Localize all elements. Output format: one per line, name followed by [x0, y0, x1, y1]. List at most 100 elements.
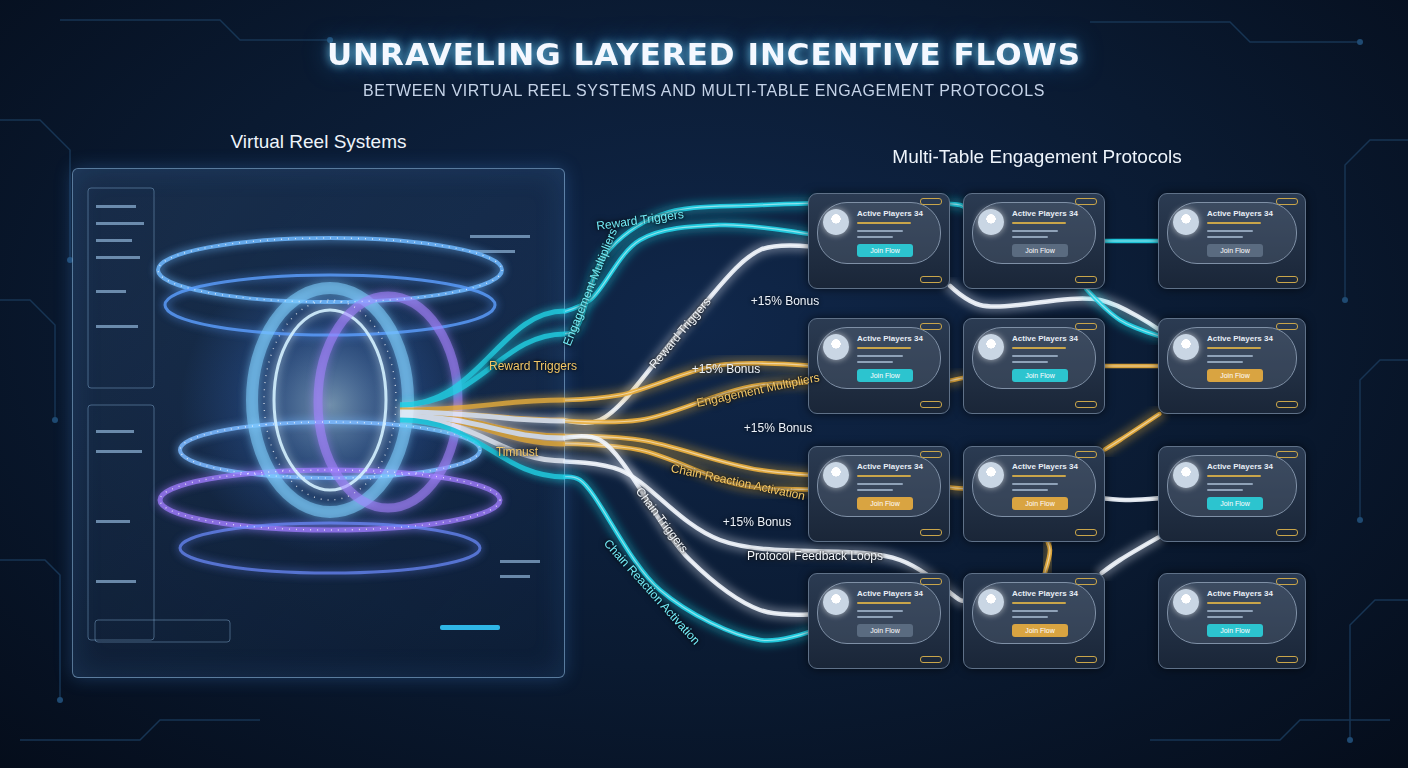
table-card: Active Players 34Join Flow [963, 573, 1105, 669]
flow-strand [400, 418, 565, 461]
card-title: Active Players 34 [857, 462, 923, 471]
circuit-trace [0, 120, 70, 260]
ui-line [96, 290, 126, 293]
flow-strand [400, 416, 565, 444]
stat-line [1012, 230, 1058, 232]
avatar-icon [823, 334, 849, 360]
bonus-label: +15% Bonus [692, 362, 760, 376]
flow-highlight [565, 477, 808, 641]
circuit-node [1342, 297, 1348, 303]
card-title: Active Players 34 [857, 334, 923, 343]
flow-glow [1105, 235, 1158, 248]
status-tag [920, 578, 942, 585]
flow-label: Chain Reaction Activation [670, 461, 807, 503]
avatar-icon [978, 334, 1004, 360]
stat-line [1012, 222, 1066, 224]
stat-line [857, 230, 903, 232]
flow-highlight [1045, 542, 1050, 573]
reel-core-glow [180, 255, 480, 555]
stat-line [1012, 489, 1048, 491]
card-button: Join Flow [1207, 244, 1263, 257]
progress-bar [440, 625, 500, 630]
stat-line [1207, 230, 1253, 232]
status-tag [1276, 656, 1298, 663]
flow-highlight [1105, 240, 1158, 241]
flow-connector-group [1105, 366, 1158, 367]
flow-highlight [565, 245, 808, 422]
circuit-trace [1350, 600, 1408, 740]
ui-line [96, 520, 130, 523]
flow-glow [1105, 360, 1158, 373]
card-button: Join Flow [1012, 244, 1068, 257]
ui-line [96, 222, 144, 225]
stat-line [1012, 602, 1066, 604]
stat-line [1012, 483, 1058, 485]
reel-ring [180, 523, 480, 573]
status-tag [920, 529, 942, 536]
stat-line [857, 483, 903, 485]
flow-label: Engagement Multipliers [695, 370, 821, 410]
circuit-node [1357, 39, 1363, 45]
flow-connector-group [1105, 414, 1159, 449]
card-button: Join Flow [857, 624, 913, 637]
status-tag [1276, 198, 1298, 205]
ui-line [500, 560, 540, 563]
flow-label: Chain Reaction Activation [601, 537, 703, 648]
section-heading: Multi-Table Engagement Protocols [892, 146, 1181, 168]
flow-connector-group [1105, 241, 1158, 242]
avatar-icon [1173, 462, 1199, 488]
reel-torus [318, 296, 458, 508]
panel-heading: Virtual Reel Systems [73, 131, 564, 153]
status-tag [1075, 276, 1097, 283]
flow-glow [1105, 414, 1159, 449]
status-tag [920, 401, 942, 408]
flow-label: Protocol Feedback Loops [747, 549, 883, 563]
card-title: Active Players 34 [857, 209, 923, 218]
flow-connector [1105, 364, 1158, 369]
stat-line [1012, 355, 1058, 357]
status-tag [1075, 451, 1097, 458]
flow-strand [400, 400, 565, 410]
ui-line [470, 235, 530, 238]
stat-line [857, 355, 903, 357]
circuit-trace [1150, 720, 1390, 740]
status-tag [1075, 656, 1097, 663]
flow-label: Reward Triggers [595, 207, 684, 233]
flow-glow [1105, 498, 1158, 500]
flow-connector-group [565, 245, 808, 422]
ui-line [96, 580, 136, 583]
stat-line [1207, 355, 1253, 357]
bonus-label: +15% Bonus [751, 294, 819, 308]
card-button: Join Flow [1207, 369, 1263, 382]
card-button: Join Flow [1012, 497, 1068, 510]
flow-connector [565, 477, 808, 641]
flow-label: Engagement Multipliers [560, 226, 620, 348]
ui-line [500, 575, 530, 578]
status-tag [920, 451, 942, 458]
reel-ring [158, 238, 502, 302]
table-card: Active Players 34Join Flow [1158, 318, 1306, 414]
table-card: Active Players 34Join Flow [963, 318, 1105, 414]
table-card: Active Players 34Join Flow [808, 193, 950, 289]
stat-line [1207, 475, 1261, 477]
stat-line [1012, 475, 1066, 477]
side-panel [88, 188, 154, 388]
status-tag [1276, 451, 1298, 458]
circuit-node [1347, 737, 1353, 743]
flow-highlight [1105, 498, 1158, 500]
particle-ring [160, 470, 500, 530]
avatar-icon [1173, 334, 1199, 360]
card-title: Active Players 34 [1012, 334, 1078, 343]
flow-highlight [1102, 538, 1158, 573]
status-tag [920, 198, 942, 205]
status-tag [1075, 578, 1097, 585]
side-panel [88, 405, 154, 640]
stat-line [1207, 361, 1243, 363]
table-card: Active Players 34Join Flow [808, 446, 950, 542]
flow-glow [565, 245, 808, 422]
card-title: Active Players 34 [1207, 209, 1273, 218]
reel-ring [180, 422, 480, 478]
stat-line [857, 475, 911, 477]
ui-line [96, 325, 138, 328]
